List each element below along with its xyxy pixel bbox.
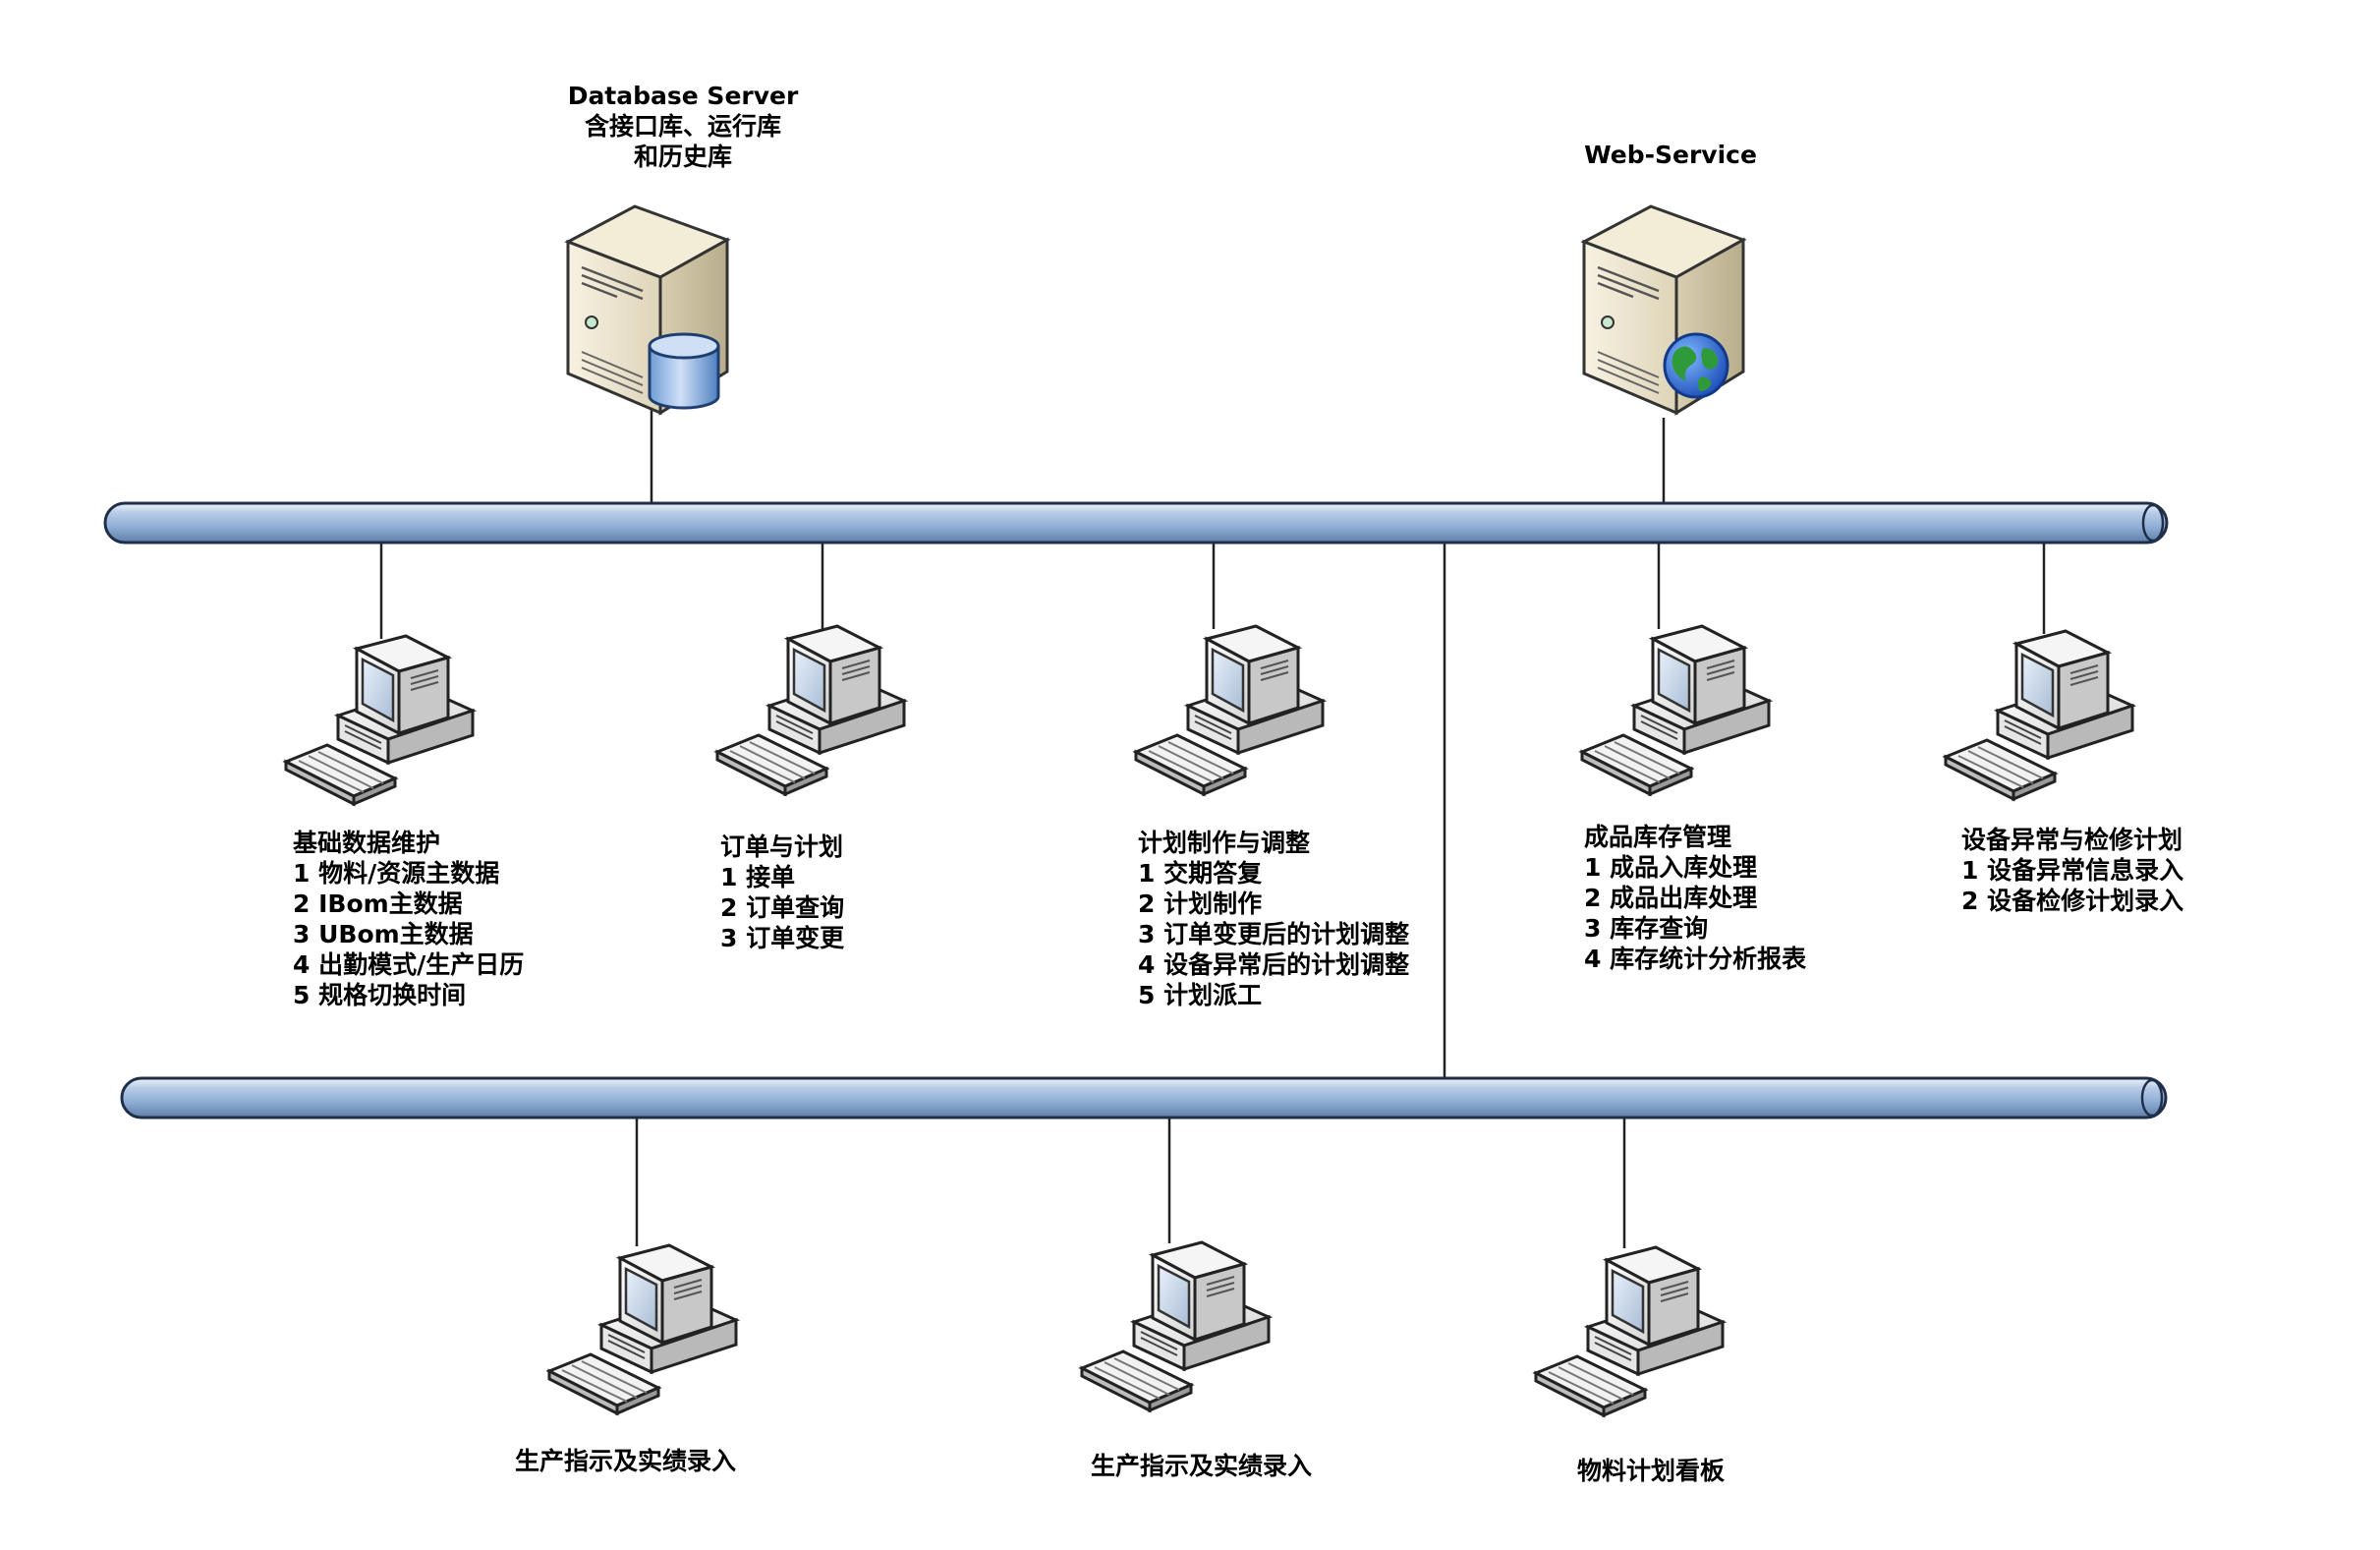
upper-network-bus	[103, 501, 2169, 545]
workstation-item: 4 设备异常后的计划调整	[1138, 950, 1410, 979]
workstation-item: 1 交期答复	[1138, 859, 1263, 888]
database-server-label: Database Server 含接口库、运行库 和历史库	[531, 81, 835, 172]
workstation-title-6: 生产指示及实绩录入	[515, 1447, 737, 1475]
workstation-title-8: 物料计划看板	[1577, 1457, 1726, 1485]
workstation-item: 1 设备异常信息录入	[1961, 856, 2184, 885]
web-server-title: Web-Service	[1584, 141, 1757, 169]
workstation-icon-1	[284, 634, 475, 806]
workstation-title-3: 计划制作与调整	[1138, 829, 1311, 857]
workstation-icon-7	[1080, 1240, 1271, 1412]
database-cylinder-icon	[648, 332, 720, 410]
workstation-item: 2 成品出库处理	[1584, 884, 1758, 912]
globe-icon	[1663, 332, 1729, 399]
database-server-title: Database Server	[567, 82, 799, 110]
workstation-item: 1 成品入库处理	[1584, 853, 1758, 882]
workstation-item: 1 物料/资源主数据	[293, 859, 500, 888]
workstation-title-2: 订单与计划	[720, 832, 844, 861]
workstation-label-3: 计划制作与调整 1 交期答复 2 计划制作 3 订单变更后的计划调整 4 设备异…	[1138, 828, 1409, 1010]
workstation-label-6: 生产指示及实绩录入	[515, 1446, 736, 1476]
workstation-title-7: 生产指示及实绩录入	[1091, 1452, 1313, 1480]
workstation-item: 3 库存查询	[1584, 914, 1709, 943]
workstation-icon-5	[1944, 629, 2134, 801]
workstation-title-1: 基础数据维护	[293, 829, 441, 857]
workstation-item: 5 规格切换时间	[293, 981, 467, 1009]
workstation-icon-6	[547, 1243, 738, 1415]
workstation-item: 2 IBom主数据	[293, 890, 463, 918]
web-server-label: Web-Service	[1533, 140, 1808, 170]
workstation-label-2: 订单与计划 1 接单 2 订单查询 3 订单变更	[720, 832, 844, 953]
workstation-icon-8	[1534, 1245, 1725, 1417]
workstation-icon-2	[715, 624, 906, 796]
workstation-item: 3 订单变更	[720, 924, 845, 952]
workstation-icon-3	[1134, 624, 1325, 796]
workstation-item: 2 计划制作	[1138, 890, 1263, 918]
workstation-icon-4	[1580, 624, 1771, 796]
workstation-label-4: 成品库存管理 1 成品入库处理 2 成品出库处理 3 库存查询 4 库存统计分析…	[1584, 822, 1806, 974]
workstation-item: 4 库存统计分析报表	[1584, 945, 1807, 973]
lower-network-bus	[120, 1076, 2168, 1119]
workstation-label-7: 生产指示及实绩录入	[1091, 1451, 1312, 1481]
workstation-item: 1 接单	[720, 863, 796, 891]
workstation-item: 3 订单变更后的计划调整	[1138, 920, 1410, 948]
workstation-label-5: 设备异常与检修计划 1 设备异常信息录入 2 设备检修计划录入	[1961, 825, 2183, 916]
database-server-desc-1: 含接口库、运行库	[584, 112, 781, 141]
workstation-title-4: 成品库存管理	[1584, 823, 1732, 851]
connector-lines	[379, 388, 2046, 1248]
workstation-item: 2 设备检修计划录入	[1961, 887, 2184, 915]
workstation-item: 4 出勤模式/生产日历	[293, 950, 525, 979]
workstation-item: 5 计划派工	[1138, 981, 1263, 1009]
workstation-item: 2 订单查询	[720, 893, 845, 922]
workstation-item: 3 UBom主数据	[293, 920, 474, 948]
database-server-desc-2: 和历史库	[633, 143, 732, 171]
workstation-label-1: 基础数据维护 1 物料/资源主数据 2 IBom主数据 3 UBom主数据 4 …	[293, 828, 524, 1010]
workstation-title-5: 设备异常与检修计划	[1961, 826, 2183, 854]
workstation-label-8: 物料计划看板	[1577, 1456, 1725, 1486]
